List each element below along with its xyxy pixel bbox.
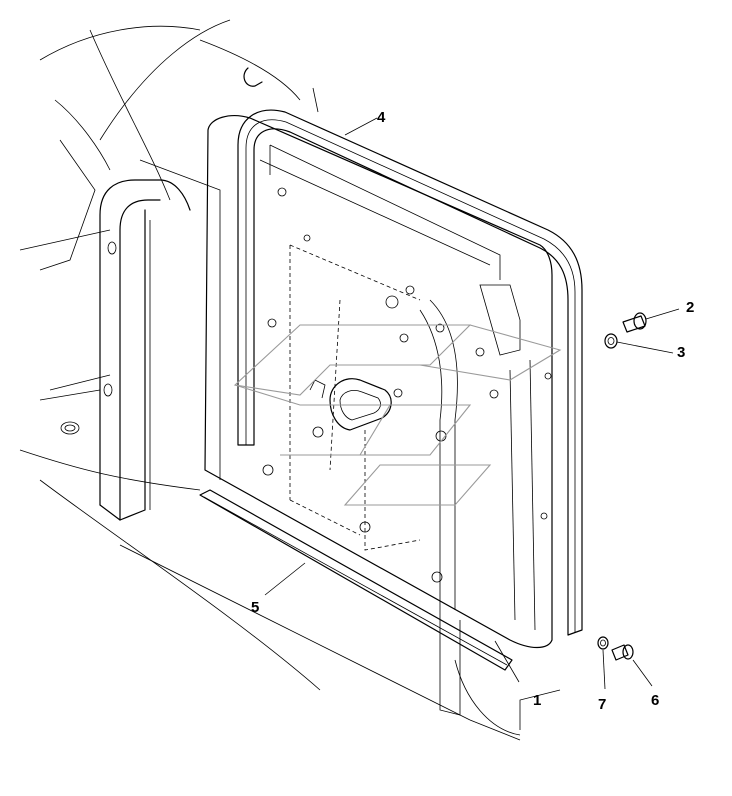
leader-3: [616, 341, 674, 354]
callout-7: 7: [598, 696, 606, 713]
leader-5: [264, 562, 306, 596]
callout-labels: 1 2 3 4 5 6 7: [251, 109, 694, 713]
leader-1: [494, 640, 520, 683]
bolt-2-head: [633, 312, 647, 330]
callout-1: 1: [533, 692, 541, 709]
leader-6: [632, 659, 653, 687]
watermark-logo: [233, 324, 562, 506]
bolt-6-head: [622, 644, 634, 660]
seal-strip: [237, 109, 583, 636]
washer-7: [597, 636, 609, 650]
leader-2: [645, 308, 680, 320]
callout-4: 4: [377, 109, 386, 126]
fasteners: [597, 312, 647, 661]
callout-6: 6: [651, 692, 659, 709]
leader-7: [602, 649, 606, 690]
callout-3: 3: [677, 344, 685, 361]
callout-5: 5: [251, 599, 259, 616]
leader-4: [344, 117, 378, 136]
washer-3: [604, 333, 618, 349]
callout-2: 2: [686, 299, 694, 316]
bolt-6-shank: [611, 644, 629, 661]
leader-lines: [264, 87, 680, 690]
bottom-strip: [199, 489, 513, 671]
rear-panel: [204, 115, 553, 649]
door-frame-post: [60, 67, 461, 716]
cab-structure: [19, 19, 561, 741]
